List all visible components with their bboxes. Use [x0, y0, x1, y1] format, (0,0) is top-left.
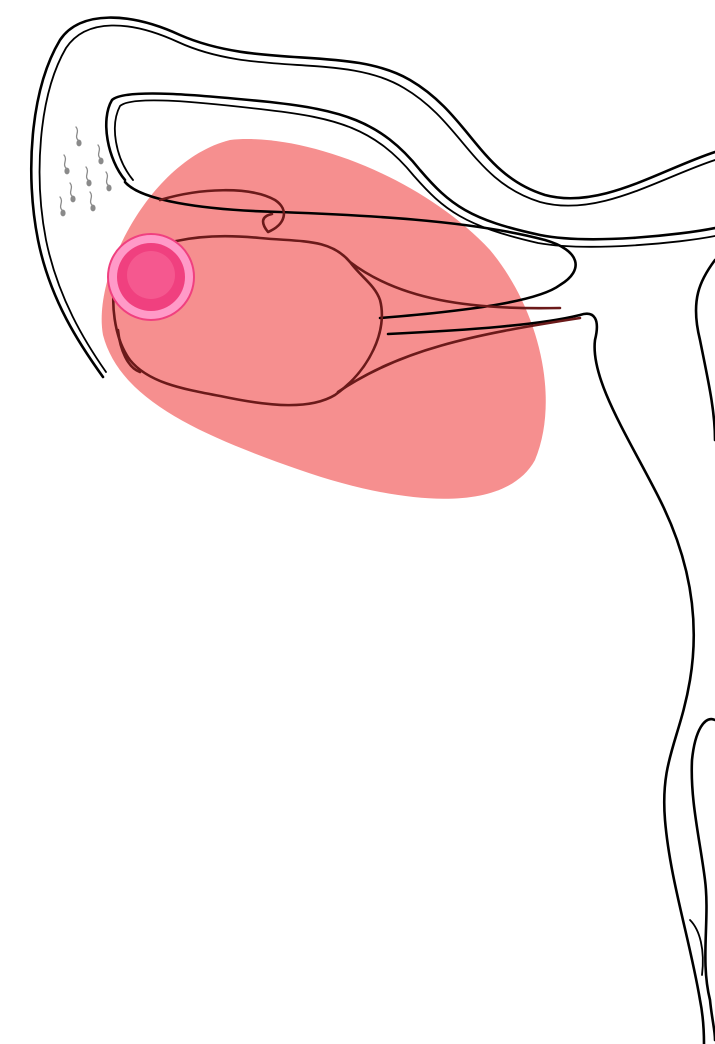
sperm-cell	[60, 197, 66, 216]
sperm-tail	[90, 192, 92, 205]
sperm-cell	[76, 127, 82, 146]
sperm-tail	[60, 197, 62, 210]
sperm-cell	[70, 183, 76, 202]
ovary-highlight-region	[102, 139, 546, 499]
sperm-cell	[106, 172, 112, 191]
sperm-tail	[106, 172, 108, 185]
sperm-head	[70, 196, 75, 203]
sperm-tail	[76, 127, 78, 140]
sperm-head	[60, 210, 65, 217]
sperm-head	[98, 158, 103, 165]
sperm-cell	[64, 155, 70, 174]
sperm-head	[90, 205, 95, 212]
sperm-tail	[64, 155, 66, 168]
sperm-cells	[60, 127, 112, 216]
sperm-cell	[98, 145, 104, 164]
sperm-cell	[90, 192, 96, 211]
sperm-head	[64, 168, 69, 175]
sperm-tail	[86, 167, 88, 180]
egg-cell	[108, 234, 194, 320]
sperm-tail	[98, 145, 100, 158]
sperm-head	[86, 180, 91, 187]
sperm-tail	[70, 183, 72, 196]
sperm-head	[76, 140, 81, 147]
sperm-cell	[86, 167, 92, 186]
sperm-head	[106, 185, 111, 192]
